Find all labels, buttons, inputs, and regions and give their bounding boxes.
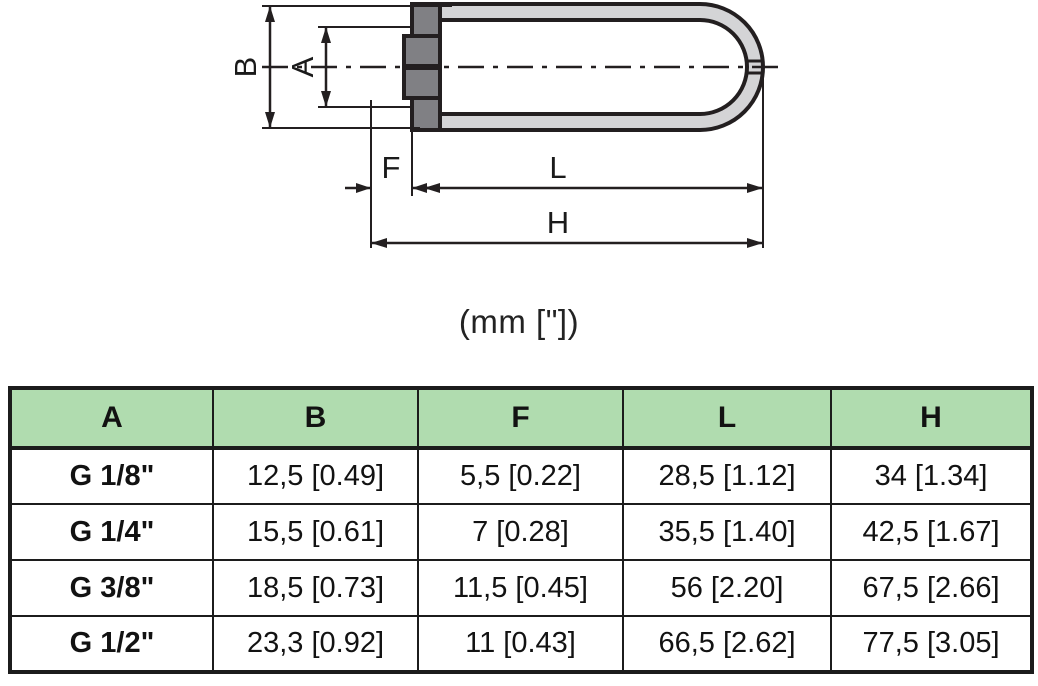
cap-body-group — [438, 1, 765, 132]
f-arrow-left — [356, 183, 371, 193]
table-header-row: A B F L H — [9, 387, 1033, 450]
h-arrow-left — [371, 238, 387, 248]
cell-b: 23,3 [0.92] — [212, 615, 419, 673]
dimension-label-a: A — [285, 56, 320, 77]
b-arrow-top — [265, 6, 275, 22]
cell-b: 18,5 [0.73] — [212, 559, 419, 617]
l-arrow-left — [424, 183, 440, 193]
column-header-l: L — [622, 387, 832, 450]
h-arrow-right — [747, 238, 763, 248]
l-arrow-right — [747, 183, 763, 193]
table-row: G 1/4" 15,5 [0.61] 7 [0.28] 35,5 [1.40] … — [9, 503, 1033, 561]
dimension-label-l: L — [549, 150, 566, 185]
cell-l: 28,5 [1.12] — [622, 447, 832, 505]
table-row: G 1/2" 23,3 [0.92] 11 [0.43] 66,5 [2.62]… — [9, 615, 1033, 673]
table-header: A B F L H — [9, 387, 1033, 450]
cell-h: 34 [1.34] — [830, 447, 1033, 505]
dimension-table: A B F L H G 1/8" 12,5 [0.49] 5,5 [0.22] … — [8, 386, 1034, 674]
dimension-l: L — [424, 78, 764, 248]
cell-size: G 1/8" — [9, 447, 214, 505]
column-header-b: B — [212, 387, 419, 450]
dimension-a: A — [285, 26, 412, 108]
cell-b: 15,5 [0.61] — [212, 503, 419, 561]
dimension-h: H — [370, 188, 763, 248]
table-row: G 1/8" 12,5 [0.49] 5,5 [0.22] 28,5 [1.12… — [9, 447, 1033, 505]
a-arrow-top — [321, 27, 331, 43]
cell-f: 5,5 [0.22] — [417, 447, 624, 505]
b-arrow-bottom — [265, 112, 275, 128]
dimension-label-b: B — [228, 57, 263, 78]
cell-h: 67,5 [2.66] — [830, 559, 1033, 617]
threaded-collar-group — [402, 2, 442, 132]
cell-l: 66,5 [2.62] — [622, 615, 832, 673]
cell-f: 11 [0.43] — [417, 615, 624, 673]
units-caption: (mm ["]) — [458, 303, 580, 340]
dimension-f: F — [345, 100, 436, 200]
technical-drawing: B A F — [0, 0, 1038, 280]
cell-size: G 1/4" — [9, 503, 214, 561]
column-header-h: H — [830, 387, 1033, 450]
cell-f: 11,5 [0.45] — [417, 559, 624, 617]
dimension-table-container: A B F L H G 1/8" 12,5 [0.49] 5,5 [0.22] … — [8, 386, 1034, 674]
a-arrow-bottom — [321, 91, 331, 107]
cap-cross-section-svg: B A F — [228, 1, 780, 248]
cell-h: 42,5 [1.67] — [830, 503, 1033, 561]
dimension-label-f: F — [382, 150, 401, 185]
column-header-f: F — [417, 387, 624, 450]
cell-size: G 1/2" — [9, 615, 214, 673]
cell-f: 7 [0.28] — [417, 503, 624, 561]
dimension-b: B — [228, 5, 452, 129]
table-body: G 1/8" 12,5 [0.49] 5,5 [0.22] 28,5 [1.12… — [9, 447, 1033, 673]
column-header-a: A — [9, 387, 214, 450]
dimension-label-h: H — [547, 205, 569, 240]
f-arrow-right — [412, 183, 427, 193]
cell-l: 56 [2.20] — [622, 559, 832, 617]
cell-b: 12,5 [0.49] — [212, 447, 419, 505]
cell-size: G 3/8" — [9, 559, 214, 617]
cell-h: 77,5 [3.05] — [830, 615, 1033, 673]
table-row: G 3/8" 18,5 [0.73] 11,5 [0.45] 56 [2.20]… — [9, 559, 1033, 617]
cell-l: 35,5 [1.40] — [622, 503, 832, 561]
